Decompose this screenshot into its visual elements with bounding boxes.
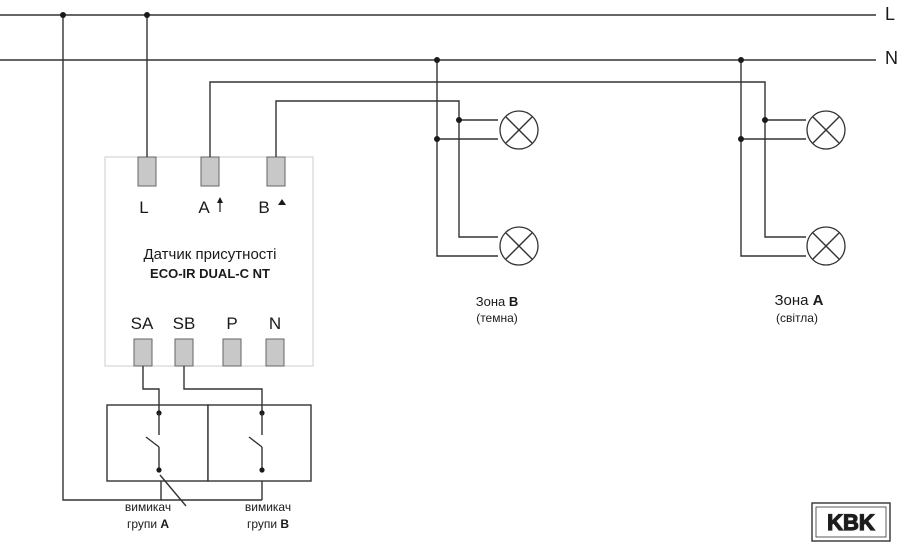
wire-output-A [209, 81, 806, 157]
wire-SB-to-switch-b [183, 366, 263, 413]
lamp-icon [499, 226, 539, 266]
lamp-icon [806, 226, 846, 266]
terminal-a-arrow-head-icon [217, 197, 223, 203]
zone-b-label: Зона B [476, 294, 519, 309]
wire-neutral-zone-b [436, 60, 498, 257]
kbk-logo: KBK [811, 502, 891, 542]
sensor-terminal-SB [174, 338, 194, 367]
switch-b-contact-icon [248, 410, 265, 473]
sensor-body [104, 156, 314, 367]
sensor-terminal-B [266, 156, 286, 187]
switch-a-label-line2: групи A [127, 517, 169, 531]
wire-SA-to-switch-a [142, 366, 160, 413]
sensor-terminal-L [137, 156, 157, 187]
wire-output-A-lamp2 [764, 120, 806, 238]
terminal-label-N: N [269, 314, 281, 333]
sensor-title: Датчик присутності [143, 246, 276, 263]
junction-dot [762, 117, 768, 123]
sensor-terminal-P [222, 338, 242, 367]
phase-line-label: L [885, 4, 895, 24]
zone-a-label: Зона A [774, 292, 823, 309]
sensor-model: ECO-IR DUAL-C NT [150, 266, 270, 281]
junction-dot [738, 57, 744, 63]
zone-b-note: (темна) [476, 311, 518, 325]
wire-L-to-switch-common [62, 15, 162, 501]
lamp-icon [499, 110, 539, 150]
terminal-label-L: L [139, 198, 148, 217]
neutral-line-label: N [885, 48, 898, 68]
switch-b-box [207, 404, 312, 482]
switch-a-contact-icon [145, 410, 162, 473]
terminal-label-B: B [258, 198, 269, 217]
sensor-terminal-SA [133, 338, 153, 367]
terminal-label-SA: SA [131, 314, 154, 333]
terminal-label-P: P [226, 314, 237, 333]
wire-output-B-lamp2 [458, 120, 498, 238]
lamp-icon [806, 110, 846, 150]
junction-dot [60, 12, 66, 18]
junction-dot [144, 12, 150, 18]
terminal-label-SB: SB [173, 314, 196, 333]
switch-a-label-line1: вимикач [125, 500, 171, 514]
junction-dot [738, 136, 744, 142]
switch-b-label-line2: групи B [247, 517, 289, 531]
terminal-label-A: A [198, 198, 210, 217]
junction-dot [434, 57, 440, 63]
svg-text:KBK: KBK [827, 510, 875, 535]
sensor-terminal-N [265, 338, 285, 367]
sensor-terminal-A [200, 156, 220, 187]
junction-dot [456, 117, 462, 123]
switch-a-leader-line [159, 474, 187, 507]
wire-output-B [275, 100, 498, 157]
switch-b-label-line1: вимикач [245, 500, 291, 514]
zone-a-note: (світла) [776, 311, 818, 325]
junction-dot [434, 136, 440, 142]
terminal-b-arrow-icon [278, 199, 286, 205]
wire-neutral-zone-a [740, 60, 806, 257]
